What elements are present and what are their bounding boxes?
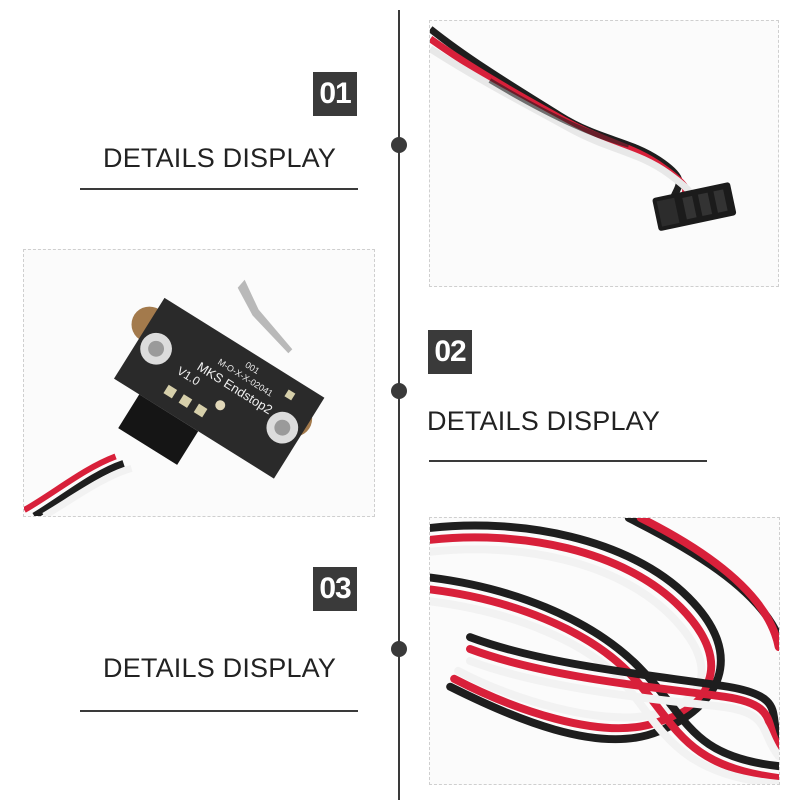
endstop-board-image: 001 M-O-X-X-02041 MKS Endstop2 V1.0 [24,279,325,516]
section-caption-03: DETAILS DISPLAY [103,653,337,683]
connector-plug [652,182,737,231]
section-number-02: 02 [428,330,472,374]
section-underline-01 [80,188,358,190]
section-number-03: 03 [313,567,357,611]
timeline-dot-1 [391,137,407,153]
timeline-dot-2 [391,383,407,399]
timeline-dot-3 [391,641,407,657]
connector-wire-image [430,26,737,231]
section-underline-03 [80,710,358,712]
section-underline-02 [429,460,707,462]
section-number-01: 01 [313,72,357,116]
wire-loop-image [430,518,779,784]
photo-connector [429,20,779,287]
photo-endstop-board: 001 M-O-X-X-02041 MKS Endstop2 V1.0 [23,249,375,517]
timeline-line [398,10,400,800]
section-caption-01: DETAILS DISPLAY [103,143,337,173]
section-caption-02: DETAILS DISPLAY [427,406,661,436]
photo-wire-loop [429,517,780,785]
